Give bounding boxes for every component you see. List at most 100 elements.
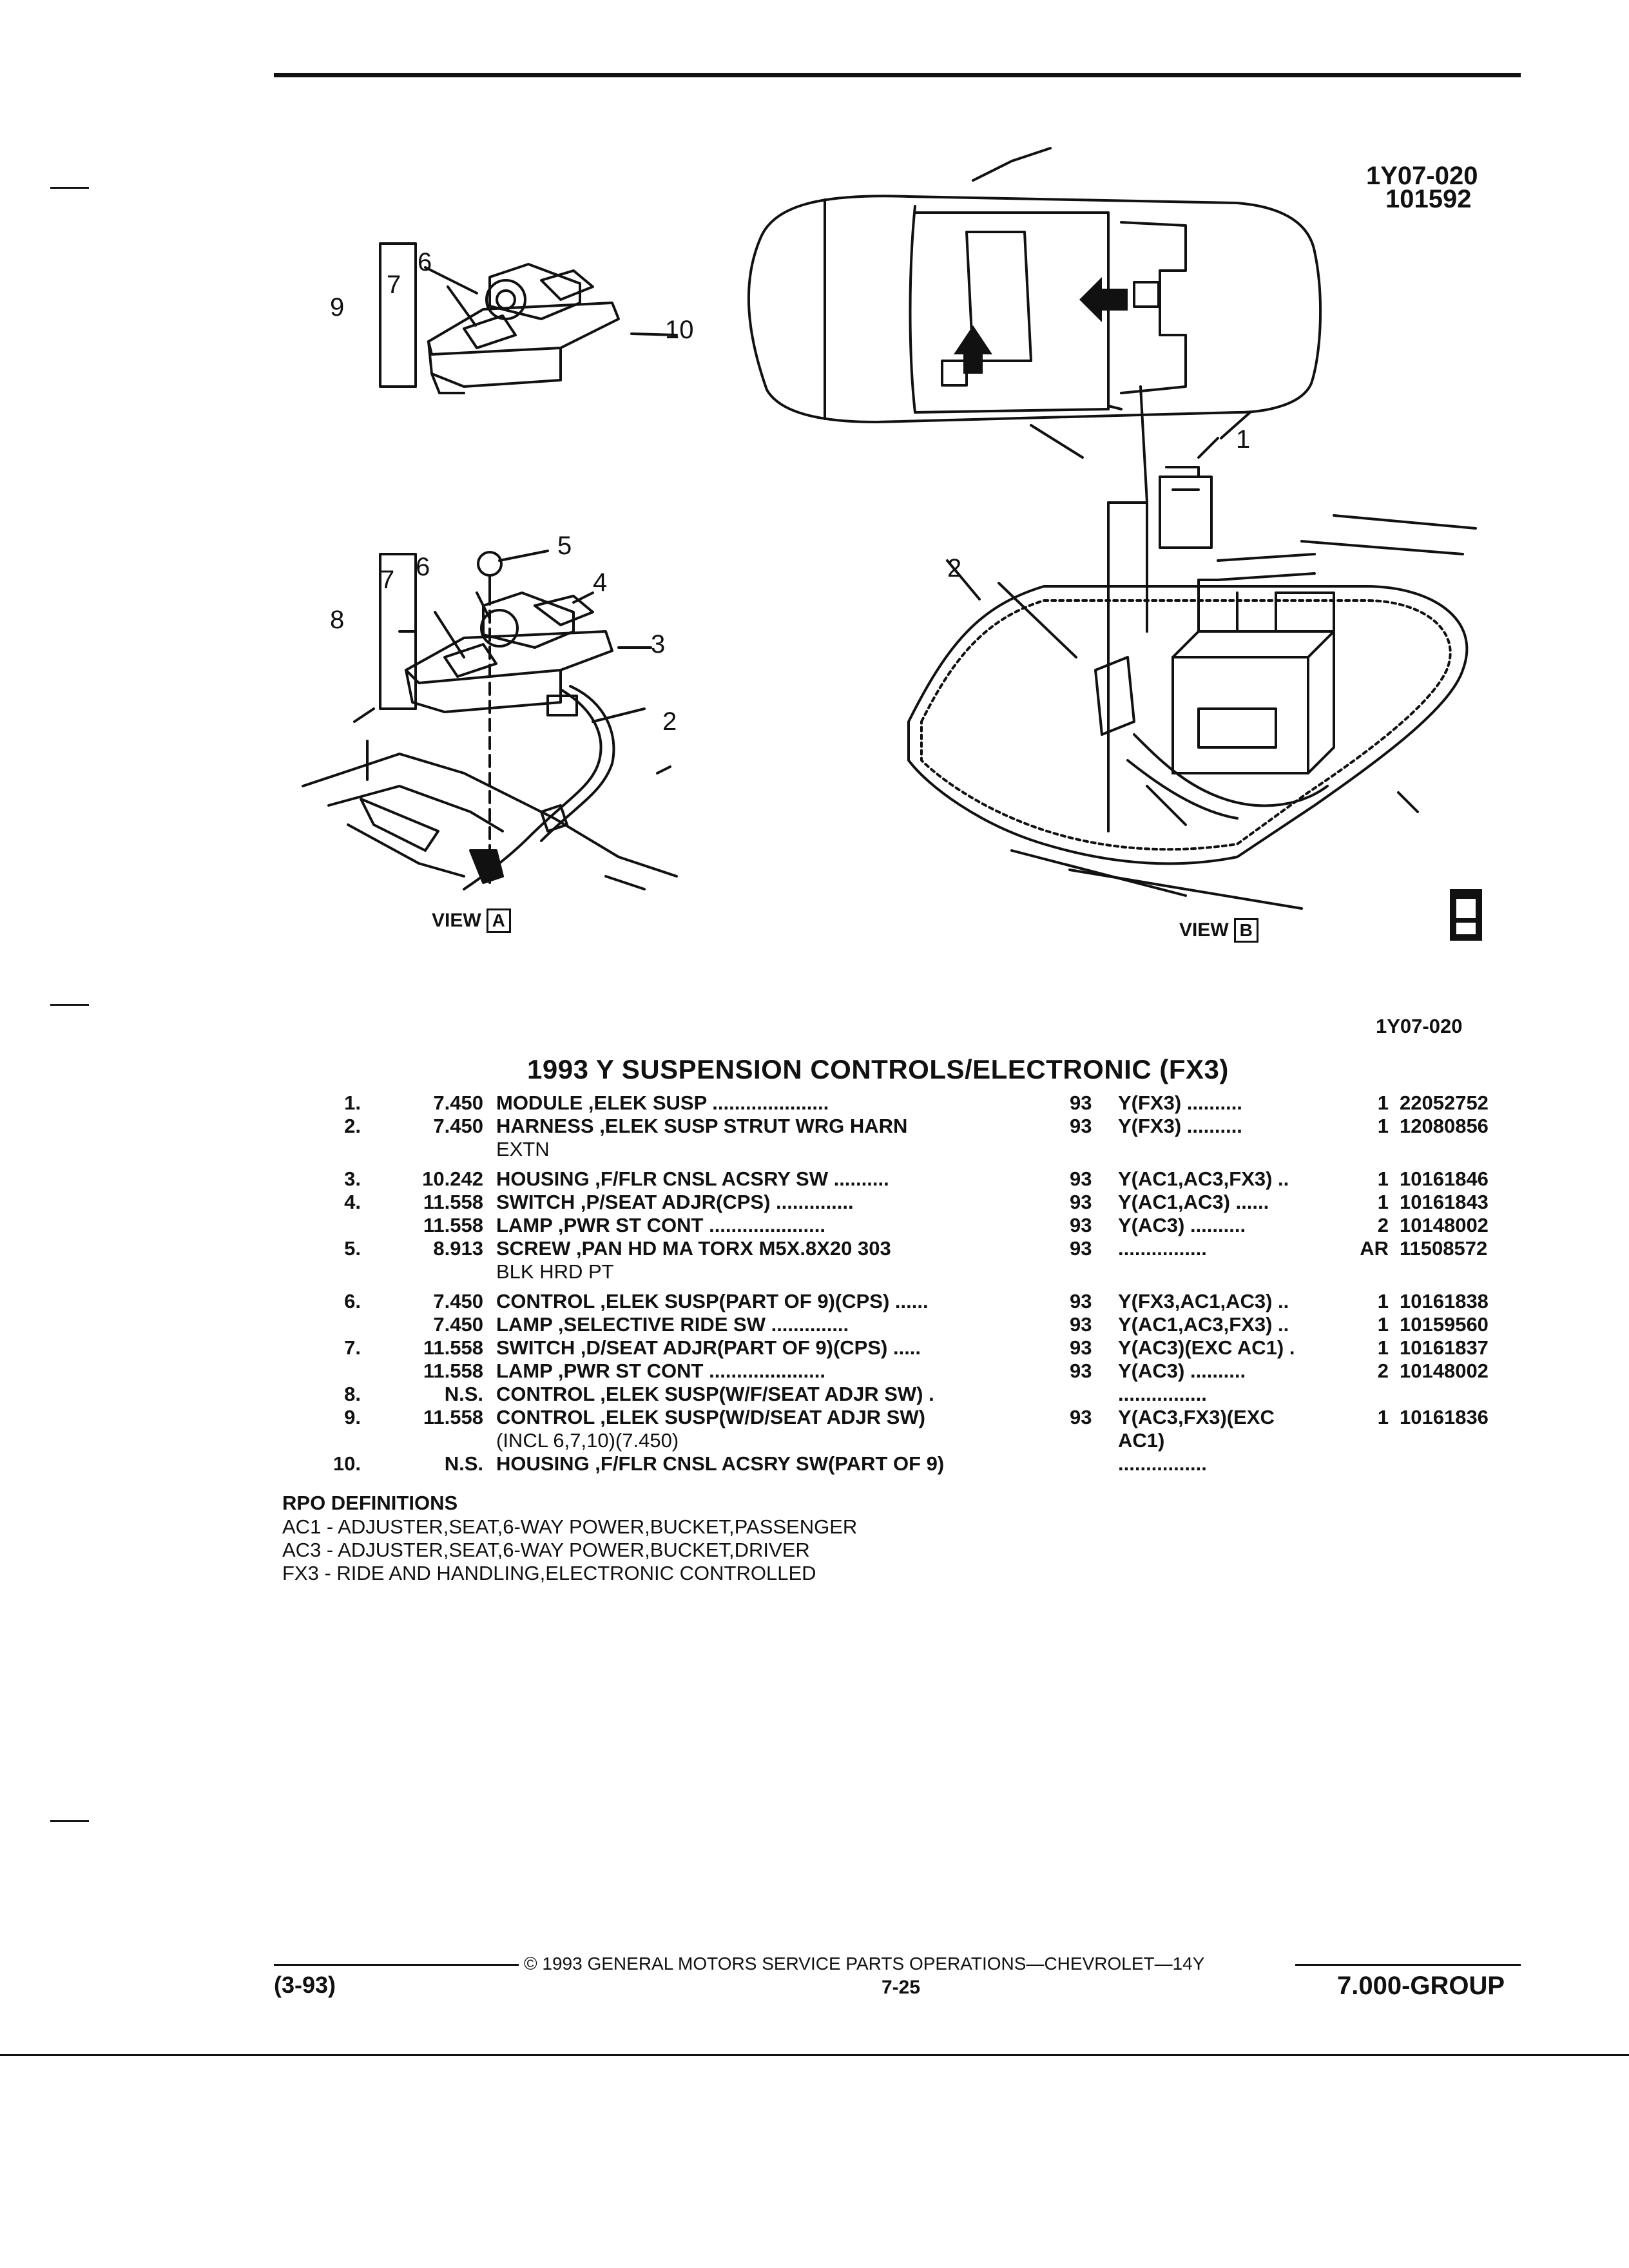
callout-5: 5	[557, 532, 572, 560]
page-reference: 1Y07-020	[1376, 1015, 1463, 1037]
rpo-line: AC1 - ADJUSTER,SEAT,6-WAY POWER,BUCKET,P…	[282, 1515, 858, 1538]
model-year: 93	[1070, 1191, 1092, 1213]
usage-code: AC1)	[1118, 1429, 1165, 1452]
figure-number: 7.450	[433, 1091, 483, 1114]
table-row: EXTN	[0, 1138, 1629, 1161]
part-name: LAMP ,PWR ST CONT .....................	[496, 1214, 825, 1236]
model-year: 93	[1070, 1091, 1092, 1114]
rpo-line: AC3 - ADJUSTER,SEAT,6-WAY POWER,BUCKET,D…	[282, 1539, 810, 1561]
illustration-code: 1Y07-020	[1366, 162, 1478, 190]
usage-code: ................	[1118, 1237, 1207, 1260]
car-top-view	[747, 147, 1322, 459]
part-number: 22052752	[1400, 1091, 1489, 1114]
item-number: 10.	[333, 1452, 361, 1475]
part-number: 10161836	[1400, 1406, 1489, 1428]
model-year: 93	[1070, 1313, 1092, 1336]
margin-mark	[50, 187, 89, 189]
quantity: 1	[1377, 1406, 1389, 1428]
usage-code: Y(AC1,AC3,FX3) ..	[1118, 1313, 1289, 1336]
figure-number: 8.913	[433, 1237, 483, 1260]
view-label-text: VIEW	[432, 910, 481, 931]
item-number: 1.	[344, 1091, 361, 1114]
quantity: 1	[1377, 1313, 1389, 1336]
quantity: 2	[1377, 1214, 1389, 1236]
callout-6-top: 6	[418, 248, 432, 276]
quantity: 2	[1377, 1360, 1389, 1382]
item-number: 2.	[344, 1115, 361, 1137]
model-year: 93	[1070, 1115, 1092, 1137]
figure-number: 10.242	[422, 1168, 483, 1190]
callout-7-top: 7	[387, 271, 401, 299]
footer-page-number: 7-25	[882, 1977, 921, 1998]
quantity: 1	[1377, 1168, 1389, 1190]
footer-rule-right	[1295, 1964, 1521, 1966]
callout-1: 1	[1236, 425, 1251, 454]
usage-code: Y(FX3) ..........	[1118, 1115, 1242, 1137]
model-year: 93	[1070, 1336, 1092, 1359]
usage-code: Y(AC3,FX3)(EXC	[1118, 1406, 1275, 1428]
part-name: LAMP ,PWR ST CONT .....................	[496, 1360, 825, 1382]
switch-assembly-9	[379, 242, 678, 394]
table-row: 10.N.S.HOUSING ,F/FLR CNSL ACSRY SW(PART…	[0, 1452, 1629, 1475]
view-b-box: B	[1233, 918, 1258, 943]
usage-code: ................	[1118, 1452, 1207, 1475]
part-name: CONTROL ,ELEK SUSP(PART OF 9)(CPS) .....…	[496, 1290, 929, 1312]
item-number: 3.	[344, 1168, 361, 1190]
figure-number: 7.450	[433, 1313, 483, 1336]
item-number: 8.	[344, 1383, 361, 1405]
item-number: 9.	[344, 1406, 361, 1428]
usage-code: Y(AC3) ..........	[1118, 1214, 1246, 1236]
table-row: 11.558 LAMP ,PWR ST CONT ................…	[0, 1214, 1629, 1237]
part-name: (INCL 6,7,10)(7.450)	[496, 1429, 679, 1452]
usage-code: Y(FX3) ..........	[1118, 1091, 1242, 1114]
part-number: 10161837	[1400, 1336, 1489, 1359]
figure-number: 11.558	[423, 1191, 483, 1213]
part-number: 10148002	[1400, 1360, 1489, 1382]
callout-7-view-a: 7	[380, 566, 395, 594]
figure-number: 11.558	[423, 1336, 483, 1359]
part-name: SCREW ,PAN HD MA TORX M5X.8X20 303	[496, 1237, 891, 1260]
part-number: 10148002	[1400, 1214, 1489, 1236]
figure-number: 11.558	[423, 1360, 483, 1382]
parts-illustration	[302, 147, 1482, 941]
bottom-rule	[0, 2054, 1629, 2056]
part-name: HARNESS ,ELEK SUSP STRUT WRG HARN	[496, 1115, 908, 1137]
footer-copyright: © 1993 GENERAL MOTORS SERVICE PARTS OPER…	[524, 1954, 1205, 1974]
top-rule	[274, 73, 1521, 77]
view-b-assembly	[907, 385, 1477, 910]
part-name: HOUSING ,F/FLR CNSL ACSRY SW ..........	[496, 1168, 889, 1190]
usage-code: ................	[1118, 1383, 1207, 1405]
callout-4: 4	[593, 568, 608, 597]
part-number: 12080856	[1400, 1115, 1489, 1137]
margin-mark	[50, 1004, 89, 1006]
part-name: CONTROL ,ELEK SUSP(W/F/SEAT ADJR SW) .	[496, 1383, 934, 1405]
footer-group: 7.000-GROUP	[1337, 1972, 1505, 2000]
usage-code: Y(FX3,AC1,AC3) ..	[1118, 1290, 1289, 1312]
usage-code: Y(AC1,AC3,FX3) ..	[1118, 1168, 1289, 1190]
section-title: 1993 Y SUSPENSION CONTROLS/ELECTRONIC (F…	[527, 1054, 1229, 1084]
model-year: 93	[1070, 1168, 1092, 1190]
figure-number: 7.450	[433, 1290, 483, 1312]
table-row: BLK HRD PT	[0, 1260, 1629, 1283]
callout-10: 10	[665, 316, 694, 344]
usage-code: Y(AC1,AC3) ......	[1118, 1191, 1269, 1213]
rpo-heading: RPO DEFINITIONS	[282, 1492, 458, 1514]
figure-number: 11.558	[423, 1214, 483, 1236]
callout-3: 3	[651, 630, 666, 658]
model-year: 93	[1070, 1360, 1092, 1382]
part-number: 11508572	[1400, 1237, 1488, 1260]
figure-number: N.S.	[444, 1452, 483, 1475]
part-name: SWITCH ,P/SEAT ADJR(CPS) ..............	[496, 1191, 854, 1213]
table-row: 4. 11.558 SWITCH ,P/SEAT ADJR(CPS) .......…	[0, 1191, 1629, 1214]
header-code: 1Y07-020 101592	[1366, 162, 1478, 212]
item-number: 4.	[344, 1191, 361, 1213]
part-number: 10161838	[1400, 1290, 1489, 1312]
usage-code: Y(AC3)(EXC AC1) .	[1118, 1336, 1295, 1359]
quantity: 1	[1377, 1091, 1389, 1114]
